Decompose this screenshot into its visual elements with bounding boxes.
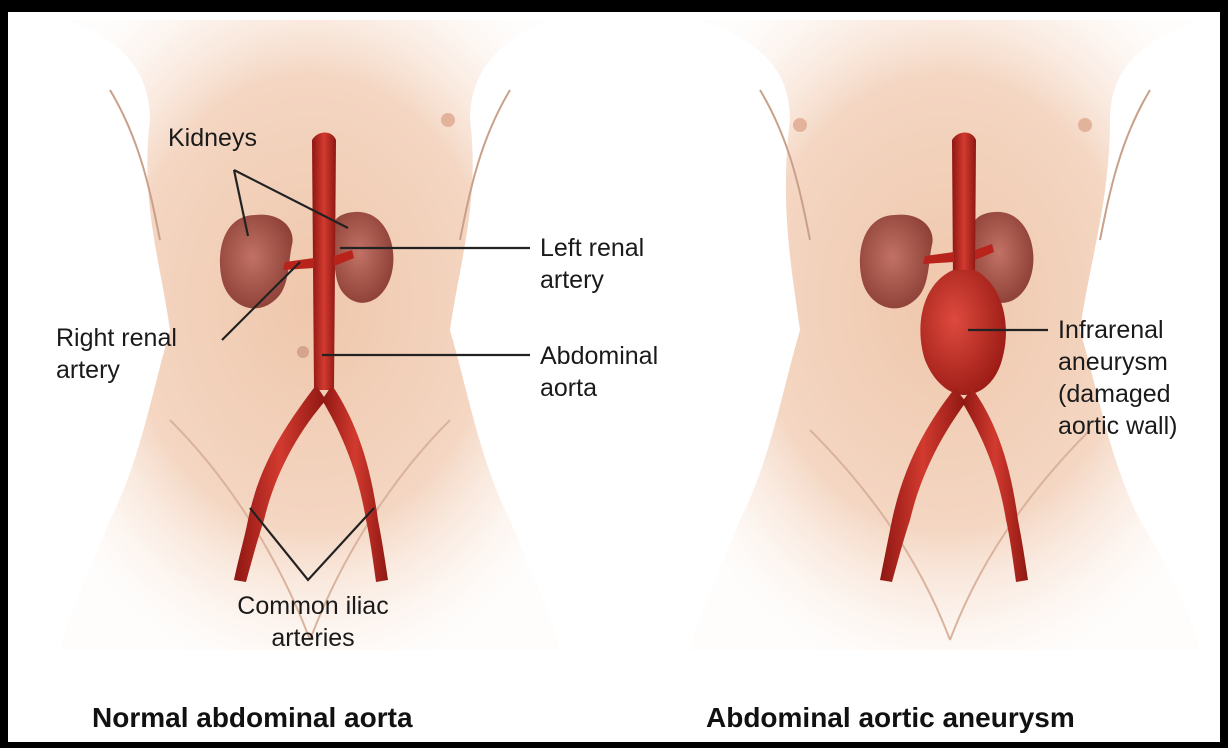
label-kidneys: Kidneys [168, 122, 257, 154]
label-abdominal-aorta: Abdominal aorta [540, 340, 658, 404]
caption-normal-aorta: Normal abdominal aorta [92, 702, 413, 734]
label-infrarenal-aneurysm: Infrarenal aneurysm (damaged aortic wall… [1058, 314, 1177, 442]
label-left-renal-artery: Left renal artery [540, 232, 644, 296]
label-common-iliac-arteries: Common iliac arteries [208, 590, 418, 654]
label-right-renal-artery: Right renal artery [56, 322, 177, 386]
right-aorta-trunk [952, 133, 976, 281]
right-nipple-left [793, 118, 807, 132]
left-nipple-right [441, 113, 455, 127]
left-navel [297, 346, 309, 358]
left-aorta-trunk [312, 133, 336, 391]
caption-aortic-aneurysm: Abdominal aortic aneurysm [706, 702, 1075, 734]
right-nipple-right [1078, 118, 1092, 132]
